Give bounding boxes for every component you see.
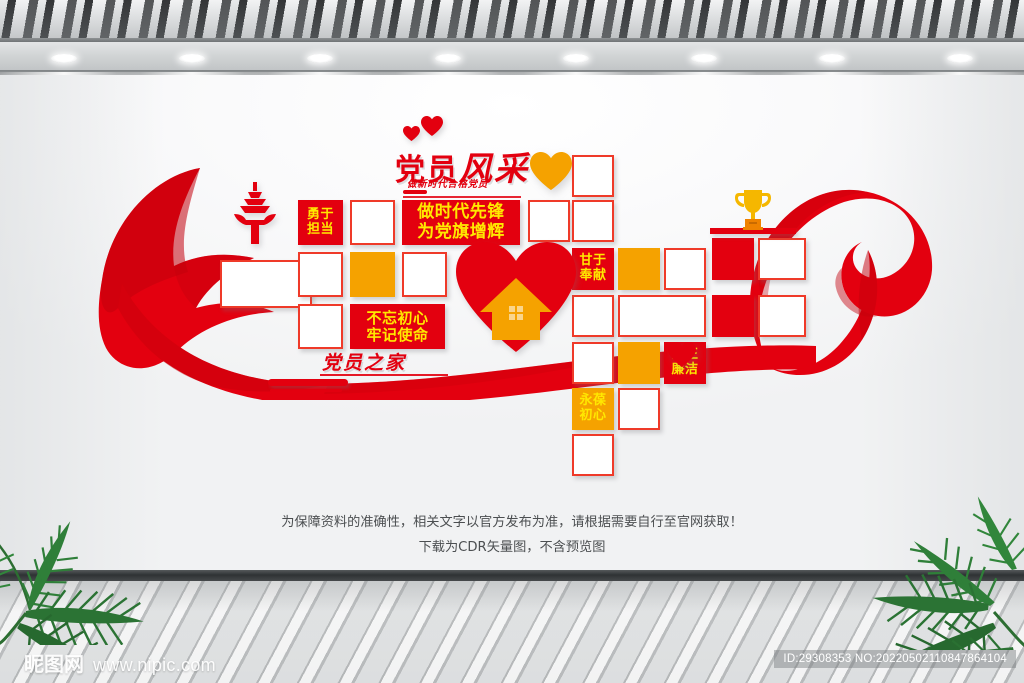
photo-frame (402, 252, 447, 297)
title-underline-bar (403, 190, 427, 194)
label-line-1: 勇于 (306, 206, 334, 222)
floor (0, 581, 1024, 683)
title-part-2: 风采 (459, 149, 529, 188)
culture-wall-artwork: 党员风采 做新时代合格党员 勇于担当不忘初心牢记使命 做时代先锋为党旗增辉甘于奉献… (98, 116, 933, 476)
label-line-2: 廉洁 (671, 362, 699, 377)
orange-accent-block (618, 248, 660, 290)
ceiling-shading (0, 0, 1024, 40)
ceiling-edge-trim (0, 38, 1024, 42)
artwork-subtitle: 做新时代合格党员 (407, 179, 488, 190)
watermark-brand: 昵图网 (24, 652, 84, 676)
ceiling-downlight (563, 54, 589, 63)
photo-frame (618, 295, 706, 337)
trophy-icon (735, 188, 771, 230)
photo-frame (528, 200, 570, 242)
label-line-2: 担当 (306, 221, 334, 237)
slogan-line-2: 为党旗增辉 (417, 221, 505, 242)
disclaimer-block: 为保障资料的准确性，相关文字以官方发布为准，请根据需要自行至官网获取！ 下载为C… (0, 510, 1024, 560)
label-line-1: 甘于 (579, 253, 607, 269)
ceiling-downlight (435, 54, 461, 63)
orange-heart-icon (530, 152, 572, 190)
title-underline-line (403, 196, 521, 198)
photo-frame (758, 238, 806, 280)
label-line-2: 牢记使命 (366, 325, 429, 344)
photo-frame (618, 388, 660, 430)
label-line-2: 奉献 (579, 268, 607, 283)
photo-frame (350, 200, 395, 245)
title-part-1: 党员 (395, 153, 459, 188)
ceiling-slats (0, 0, 1024, 40)
disclaimer-line-2: 下载为CDR矢量图，不含预览图 (418, 540, 606, 555)
slogan-label-yongbao-chuxin: 永葆初心 (572, 388, 614, 430)
ceiling-downlight (947, 54, 973, 63)
party-home-bar (268, 379, 348, 386)
photo-frame (572, 295, 614, 337)
red-accent-block (712, 238, 754, 280)
slogan-label-yongyu-dandang: 勇于担当 (298, 200, 343, 245)
ceiling-downlight (179, 54, 205, 63)
ceiling-downlight (307, 54, 333, 63)
party-home-underline (320, 374, 448, 376)
slogan-label-buwang-chuxin: 不忘初心牢记使命 (350, 304, 445, 349)
party-home-bar-thin (270, 389, 342, 392)
floor-shading (0, 581, 1024, 683)
photo-frame (220, 260, 312, 308)
red-accent-block (712, 295, 754, 337)
trophy-shelf (710, 228, 796, 234)
red-heart-icon-title-big (421, 116, 443, 136)
photo-frame (572, 155, 614, 197)
slogan-line-1: 做时代先锋 (417, 202, 505, 223)
ceiling-slat-pattern (0, 0, 1024, 40)
photo-frame (572, 342, 614, 384)
label-line-1: 不忘初心 (366, 308, 429, 327)
red-heart-icon-title-small (403, 126, 420, 141)
watermark-url: www.nipic.com (93, 655, 216, 675)
orange-accent-block (618, 342, 660, 384)
ceiling-downlight (691, 54, 717, 63)
party-home-label-block: 党员之家 (268, 348, 448, 392)
slogan-banner: 做时代先锋为党旗增辉 (402, 200, 520, 245)
floor-plank-lines (0, 581, 1024, 683)
palm-plant-left (0, 395, 160, 645)
photo-frame (298, 304, 343, 349)
watermark: 昵图网 www.nipic.com (24, 648, 216, 677)
ceiling-downlight (51, 54, 77, 63)
heart-house-icon (452, 240, 580, 352)
orange-accent-block (350, 252, 395, 297)
label-line-2: 初心 (579, 408, 607, 423)
ceiling-downlight (819, 54, 845, 63)
image-id-label: ID:29308353 NO:20220502110847864104 (774, 650, 1016, 668)
palm-plant-right (862, 380, 1024, 650)
photo-frame (572, 434, 614, 476)
party-home-label: 党员之家 (322, 352, 407, 374)
disclaimer-line-1: 为保障资料的准确性，相关文字以官方发布为准，请根据需要自行至官网获取！ (281, 515, 743, 530)
yanan-pagoda-icon (232, 182, 278, 244)
baseboard (0, 570, 1024, 581)
label-line-1: 永葆 (579, 393, 607, 409)
red-heart-icon-small (668, 342, 696, 367)
photo-frame (664, 248, 706, 290)
artwork-title-block: 党员风采 做新时代合格党员 (395, 116, 625, 202)
photo-frame (298, 252, 343, 297)
artwork-main-title: 党员风采 (395, 142, 610, 190)
ceiling-light-bar (0, 42, 1024, 70)
slogan-label-ganyu-fengxian: 甘于奉献 (572, 248, 614, 290)
photo-frame (572, 200, 614, 242)
photo-frame (758, 295, 806, 337)
